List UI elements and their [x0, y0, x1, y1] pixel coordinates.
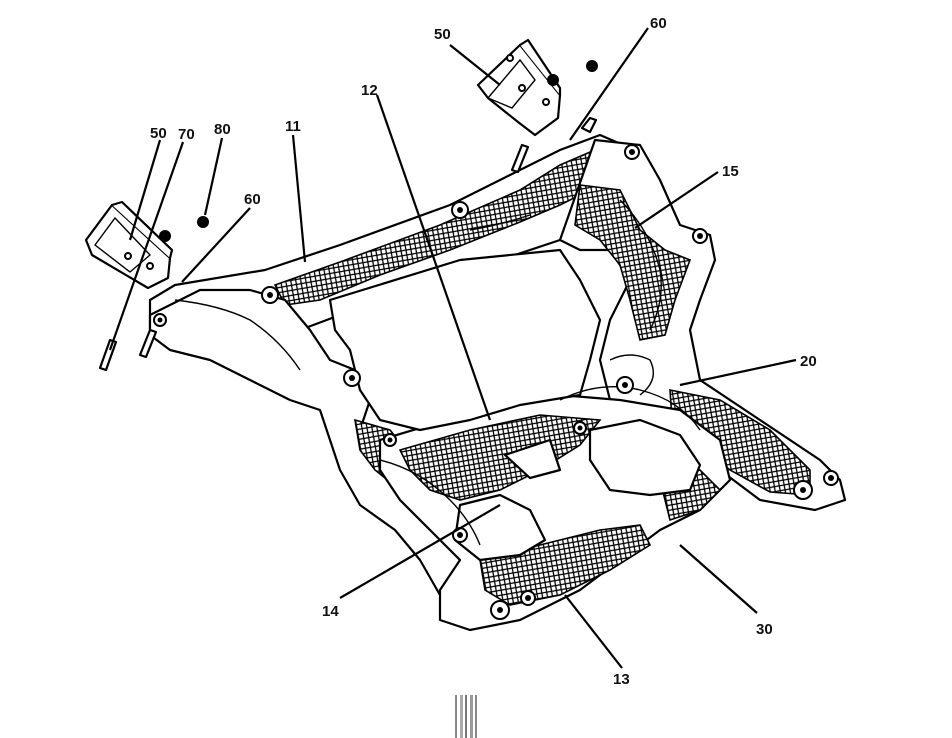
callout-30: 30	[756, 621, 773, 638]
callout-70: 70	[178, 126, 195, 143]
bolt-left	[98, 328, 158, 372]
nut-left-b	[159, 230, 171, 242]
mount-bracket-upper	[476, 38, 562, 137]
callout-80: 80	[214, 121, 231, 138]
callout-12: 12	[361, 82, 378, 99]
callout-13: 13	[613, 671, 630, 688]
callout-11: 11	[285, 118, 301, 135]
nut-left-a	[197, 216, 209, 228]
bolt-upper	[510, 116, 598, 174]
front-lower-mesh	[479, 524, 652, 606]
right-rail-mesh	[574, 184, 692, 341]
nut-upper-b	[547, 74, 559, 86]
subframe-body	[148, 133, 847, 632]
callout-20: 20	[800, 353, 817, 370]
callout-14: 14	[322, 603, 339, 620]
callout-50-upper: 50	[434, 26, 451, 43]
callout-60-upper: 60	[650, 15, 667, 32]
front-opening-right	[588, 418, 702, 497]
triangle-cutout	[503, 438, 562, 480]
nut-upper-a	[586, 60, 598, 72]
callout-15: 15	[722, 163, 739, 180]
mount-bracket-left	[84, 200, 174, 290]
scan-artifact	[455, 695, 477, 738]
center-opening	[328, 248, 602, 432]
front-opening-left	[453, 493, 547, 562]
callout-60-left: 60	[244, 191, 261, 208]
leader-lines	[108, 27, 797, 669]
callout-50-left: 50	[150, 125, 167, 142]
